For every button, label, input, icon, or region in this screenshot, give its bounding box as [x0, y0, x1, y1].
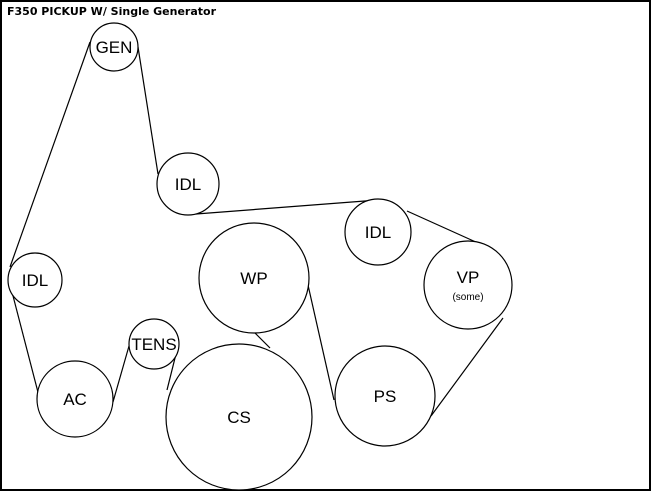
pulley-label-ps: PS [374, 387, 397, 406]
pulley-circle-vp [423, 240, 513, 330]
belt-segment-9 [112, 345, 130, 403]
belt-path [9, 41, 504, 417]
pulley-circle-idl-right [344, 198, 412, 266]
belt-segment-1 [9, 41, 91, 268]
pulley-idl-top: IDL [156, 152, 220, 216]
pulley-wp: WP [198, 222, 310, 334]
pulley-label-tens: TENS [131, 335, 176, 354]
pulley-label-wp: WP [240, 269, 267, 288]
pulley-label-idl-left: IDL [22, 271, 48, 290]
pulley-circle-gen [89, 22, 139, 72]
pulley-group: GEN IDL IDL VP (some) WP IDL TENS AC CS PS [7, 22, 513, 491]
pulley-label-idl-top: IDL [175, 175, 201, 194]
pulley-circle-wp [198, 222, 310, 334]
belt-segment-8 [166, 353, 177, 391]
pulley-circle-idl-left [7, 252, 63, 308]
belt-segment-10 [11, 291, 41, 401]
pulley-vp: VP (some) [423, 240, 513, 330]
belt-segment-7 [254, 332, 271, 349]
diagram-title: F350 PICKUP W/ Single Generator [7, 5, 216, 18]
pulley-ac: AC [36, 360, 114, 438]
belt-segment-6 [307, 284, 335, 401]
pulley-circle-ps [334, 345, 436, 447]
pulley-idl-left: IDL [7, 252, 63, 308]
pulley-idl-right: IDL [344, 198, 412, 266]
pulley-circle-cs [165, 343, 313, 491]
pulley-circle-ac [36, 360, 114, 438]
pulley-label-gen: GEN [96, 38, 133, 57]
pulley-gen: GEN [89, 22, 139, 72]
pulley-label-cs: CS [227, 408, 251, 427]
pulley-label-idl-right: IDL [365, 223, 391, 242]
pulley-tens: TENS [128, 318, 180, 370]
pulley-cs: CS [165, 343, 313, 491]
pulley-label-vp: VP [457, 268, 480, 287]
belt-segment-5 [430, 317, 504, 417]
belt-segment-2 [137, 46, 159, 175]
belt-segment-3 [195, 199, 379, 215]
pulley-circle-tens [128, 318, 180, 370]
pulley-circle-idl-top [156, 152, 220, 216]
pulley-ps: PS [334, 345, 436, 447]
pulley-label-ac: AC [63, 390, 87, 409]
pulley-sublabel-vp: (some) [452, 292, 483, 303]
belt-segment-4 [406, 210, 479, 244]
